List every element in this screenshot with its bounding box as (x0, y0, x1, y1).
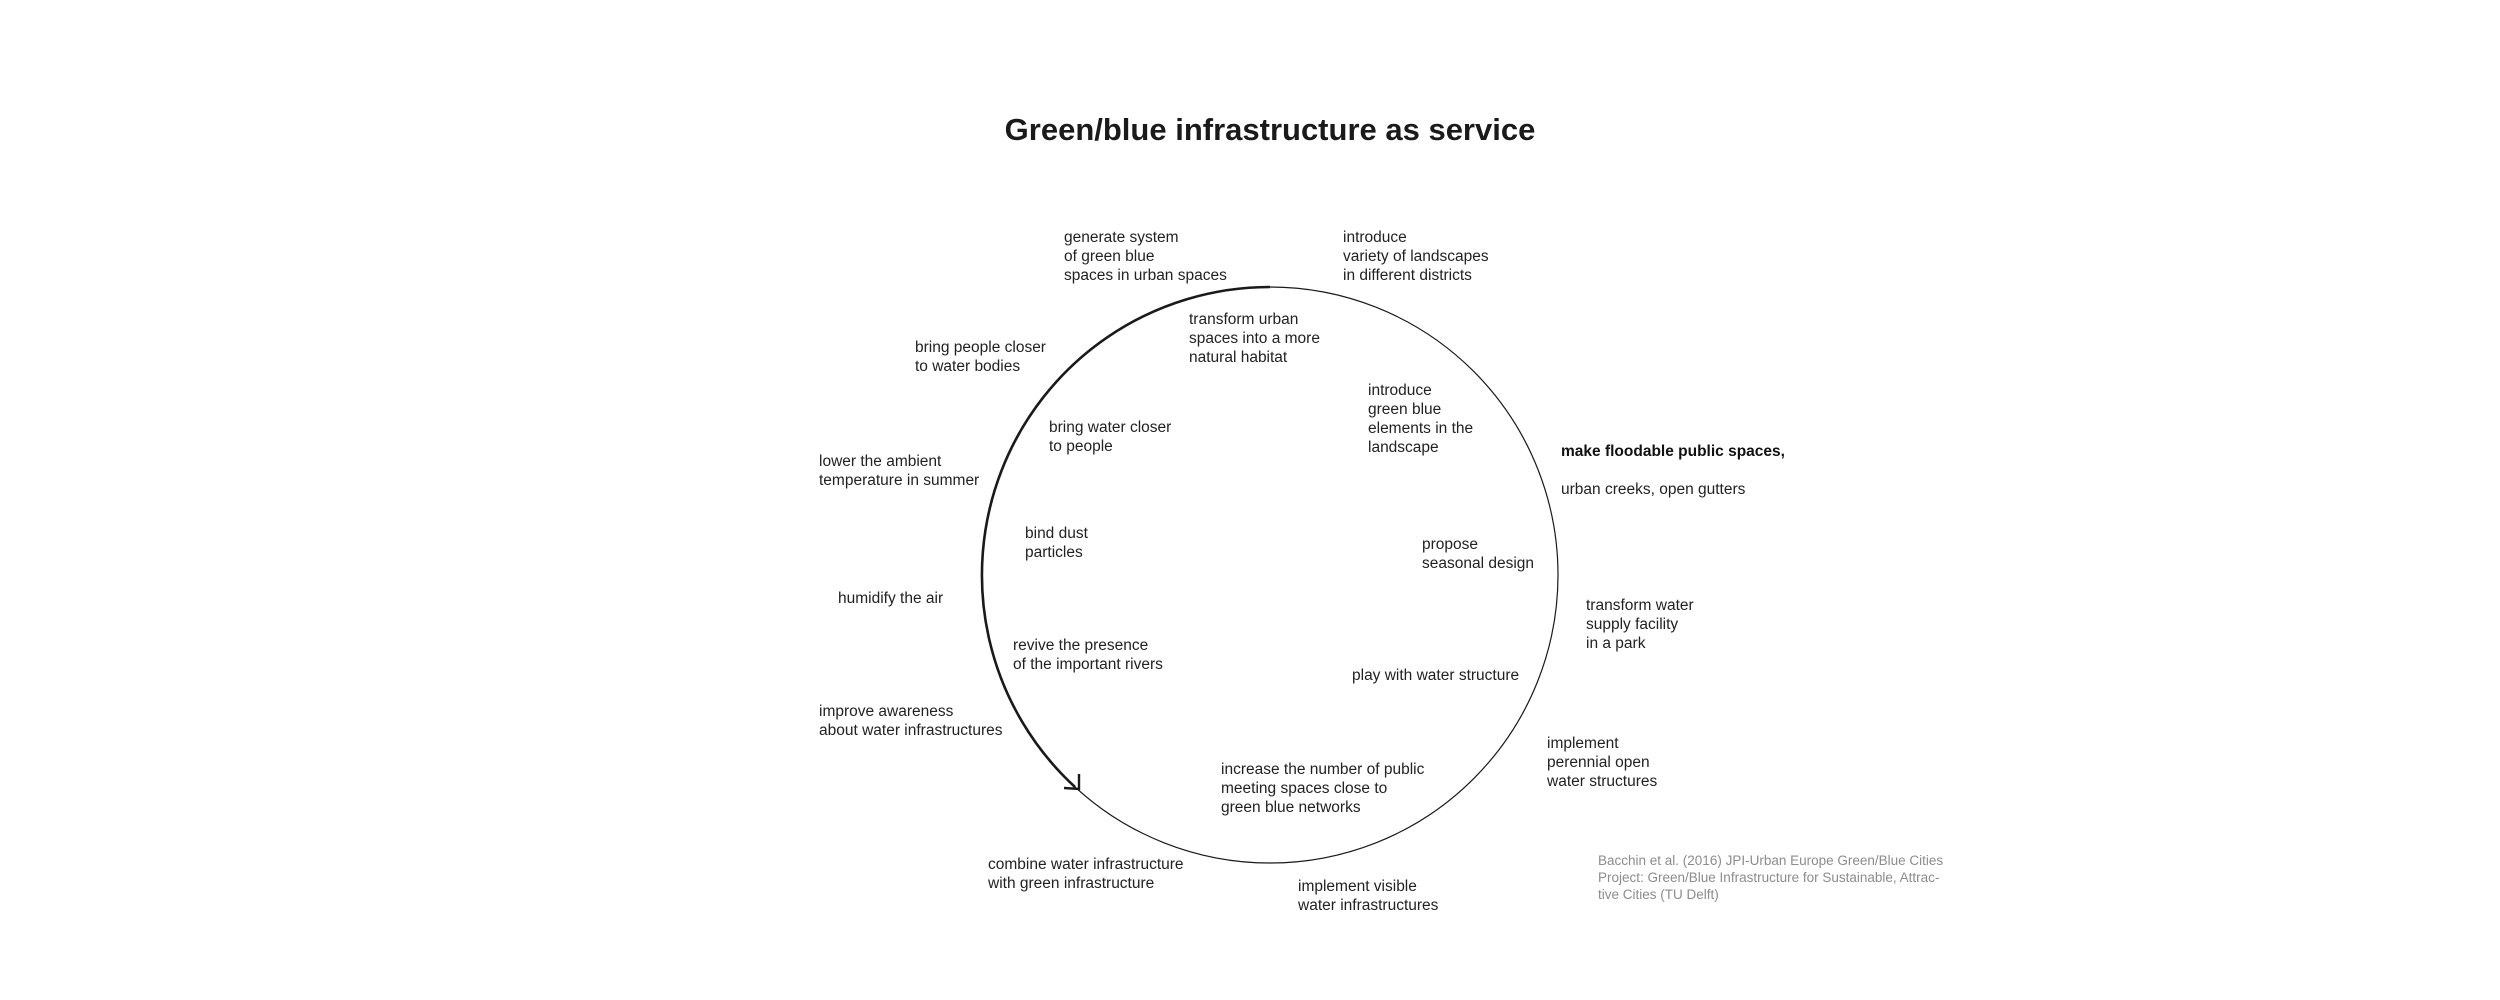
label-transform-water: transform water supply facility in a par… (1586, 597, 1694, 652)
cycle-arc-bold (980, 285, 1271, 788)
label-generate-system: generate system of green blue spaces in … (1064, 229, 1227, 284)
label-lower-temp: lower the ambient temperature in summer (819, 453, 980, 489)
label-bring-people: bring people closer to water bodies (915, 339, 1046, 375)
label-transform-urban: transform urban spaces into a more natur… (1189, 311, 1320, 366)
label-floodable: make floodable public spaces, urban cree… (1561, 423, 1785, 518)
label-introduce-variety: introduce variety of landscapes in diffe… (1343, 229, 1489, 284)
label-combine-infra: combine water infrastructure with green … (988, 856, 1184, 892)
label-propose-seasonal: propose seasonal design (1422, 536, 1535, 572)
label-bind-dust: bind dust particles (1025, 525, 1088, 561)
source-credit: Bacchin et al. (2016) JPI-Urban Europe G… (1598, 853, 1944, 902)
label-revive-rivers: revive the presence of the important riv… (1013, 637, 1163, 673)
label-floodable-bold: make floodable public spaces, (1561, 443, 1785, 460)
clockwise-arrowhead-icon (1063, 774, 1081, 791)
label-improve-awareness: improve awareness about water infrastruc… (819, 703, 1003, 739)
label-bring-water: bring water closer to people (1049, 419, 1172, 455)
label-implement-perennial: implement perennial open water structure… (1547, 735, 1658, 790)
label-humidify: humidify the air (838, 590, 944, 607)
label-floodable-rest: urban creeks, open gutters (1561, 481, 1746, 498)
label-introduce-elements: introduce green blue elements in the lan… (1368, 382, 1474, 456)
label-increase-meeting: increase the number of public meeting sp… (1221, 761, 1425, 816)
label-play-water: play with water structure (1352, 667, 1520, 684)
label-implement-visible: implement visible water infrastructures (1298, 878, 1439, 914)
diagram-title: Green/blue infrastructure as service (1004, 112, 1536, 147)
